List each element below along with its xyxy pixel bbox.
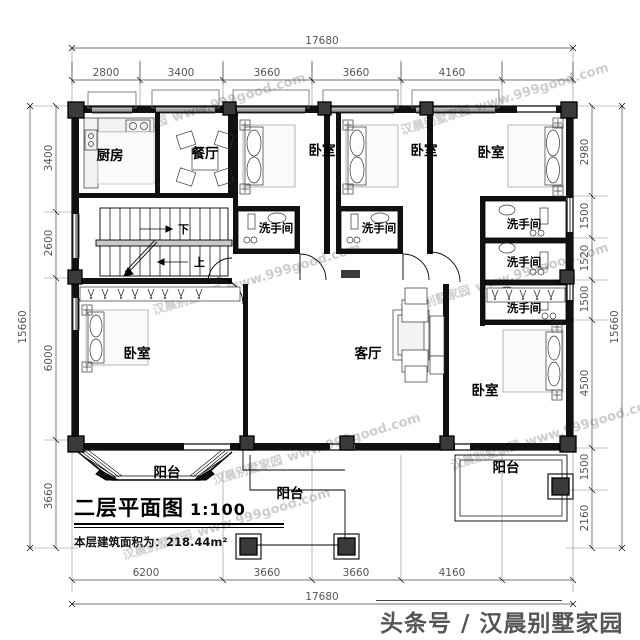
room-label-balcony-3: 阳台	[493, 459, 520, 476]
dim-right-seg-3: 1500	[579, 286, 591, 313]
walls	[71, 89, 574, 546]
room-label-bedroom-1: 卧室	[309, 142, 336, 159]
drawing-title-row: 二层平面图 1:100	[74, 492, 284, 522]
dim-right-seg-6: 2160	[579, 505, 591, 532]
dim-left-seg-3: 3660	[43, 483, 55, 510]
room-label-bedroom-3: 卧室	[478, 144, 505, 161]
drawing-scale: 1:100	[190, 500, 246, 519]
drawing-title: 二层平面图	[74, 496, 184, 520]
furniture	[79, 117, 566, 401]
staircase	[95, 207, 233, 277]
room-label-kitchen: 厨房	[97, 147, 124, 164]
floor-area-note: 本层建筑面积为：218.44m²	[74, 535, 228, 549]
stair-down-label: 下	[178, 223, 189, 236]
dim-top-seg-2: 3660	[254, 67, 281, 79]
title-block: 二层平面图 1:100 本层建筑面积为：218.44m²	[74, 492, 284, 550]
dim-right-seg-4: 4500	[579, 370, 591, 397]
interior-walls	[78, 112, 566, 444]
dim-bottom-seg-0: 6200	[133, 567, 160, 579]
dim-right-seg-5: 1500	[579, 454, 591, 481]
dim-left-seg-0: 3400	[43, 145, 55, 172]
room-label-living: 客厅	[354, 345, 382, 362]
room-label-bathroom-2: 洗手间	[362, 221, 397, 235]
dim-right-seg-2: 1520	[579, 245, 591, 272]
dim-right-total: 15660	[609, 310, 621, 343]
dimension-lines	[26, 44, 626, 608]
dim-right-seg-0: 2980	[579, 139, 591, 166]
dim-bottom-total: 17680	[305, 591, 338, 603]
column-outline	[235, 473, 574, 560]
dim-right-seg-1: 1500	[579, 203, 591, 230]
room-label-bathroom-4: 洗手间	[507, 255, 542, 269]
dim-bottom-seg-3: 4160	[439, 567, 466, 579]
dim-top-seg-3: 3660	[343, 67, 370, 79]
dim-top-total: 17680	[305, 35, 338, 47]
room-label-bedroom-4: 卧室	[124, 345, 151, 362]
title-rule-thin	[74, 527, 284, 528]
dim-top-seg-4: 4160	[439, 67, 466, 79]
dim-top-seg-0: 2800	[93, 67, 120, 79]
footer-bar: 头条号 / 汉晨别墅家园	[0, 600, 640, 640]
balcony-outline	[77, 449, 568, 546]
dim-bottom-seg-2: 3660	[343, 567, 370, 579]
room-label-bedroom-5: 卧室	[472, 382, 499, 399]
room-label-bathroom-3: 洗手间	[507, 217, 542, 231]
footer-credit: 头条号 / 汉晨别墅家园	[380, 611, 624, 637]
dim-left-total: 15660	[17, 310, 29, 343]
room-label-bathroom-5: 洗手间	[507, 301, 542, 315]
room-label-balcony-1: 阳台	[154, 464, 181, 481]
footer-divider	[376, 600, 562, 601]
dim-left-seg-2: 6000	[43, 345, 55, 372]
title-rule-thick	[74, 523, 284, 525]
room-label-dining: 餐厅	[191, 145, 219, 162]
dim-bottom-seg-1: 3660	[254, 567, 281, 579]
room-label-balcony-2: 阳台	[277, 485, 304, 502]
dim-left-seg-1: 2600	[43, 230, 55, 257]
dim-top-seg-1: 3400	[168, 67, 195, 79]
stair-up-label: 上	[194, 255, 205, 269]
room-label-bedroom-2: 卧室	[411, 142, 438, 159]
room-label-bathroom-1: 洗手间	[259, 221, 294, 235]
column	[67, 101, 578, 556]
door	[207, 251, 461, 305]
